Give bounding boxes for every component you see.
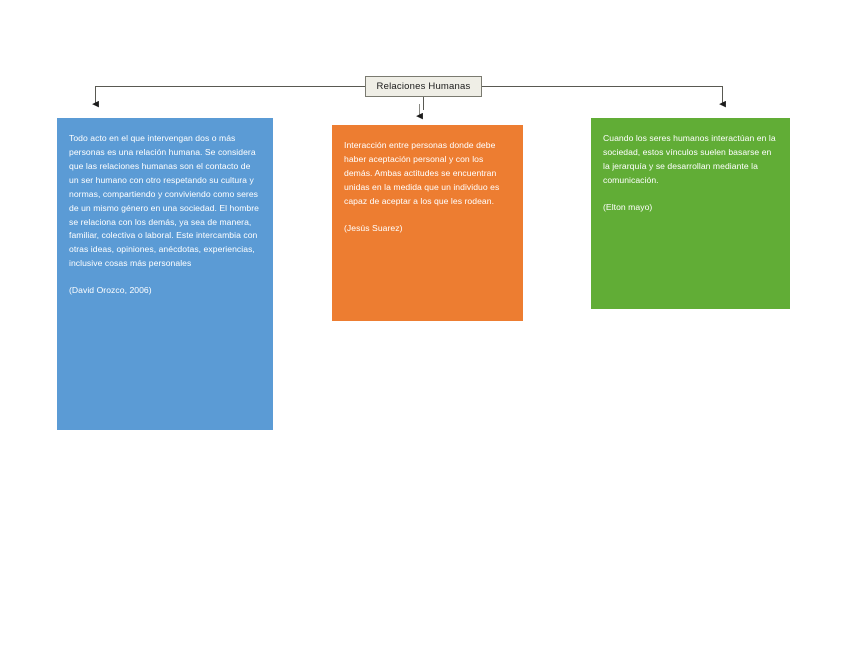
card-green-body: Cuando los seres humanos interactúan en …: [603, 133, 776, 185]
card-david-orozco[interactable]: Todo acto en el que intervengan dos o má…: [57, 118, 273, 430]
card-elton-mayo[interactable]: Cuando los seres humanos interactúan en …: [591, 118, 790, 309]
card-jesus-suarez[interactable]: Interacción entre personas donde debe ha…: [332, 125, 523, 321]
card-blue-author: (David Orozco, 2006): [69, 285, 152, 296]
card-orange-body: Interacción entre personas donde debe ha…: [344, 140, 500, 206]
card-blue-body: Todo acto en el que intervengan dos o má…: [69, 133, 259, 269]
connector-right: [482, 86, 726, 108]
card-green-author: (Elton mayo): [603, 201, 653, 212]
card-orange-author: (Jesús Suarez): [344, 222, 403, 233]
node-relaciones-humanas[interactable]: Relaciones Humanas: [365, 76, 482, 97]
node-title-label: Relaciones Humanas: [376, 81, 471, 92]
connector-left: [92, 86, 365, 108]
